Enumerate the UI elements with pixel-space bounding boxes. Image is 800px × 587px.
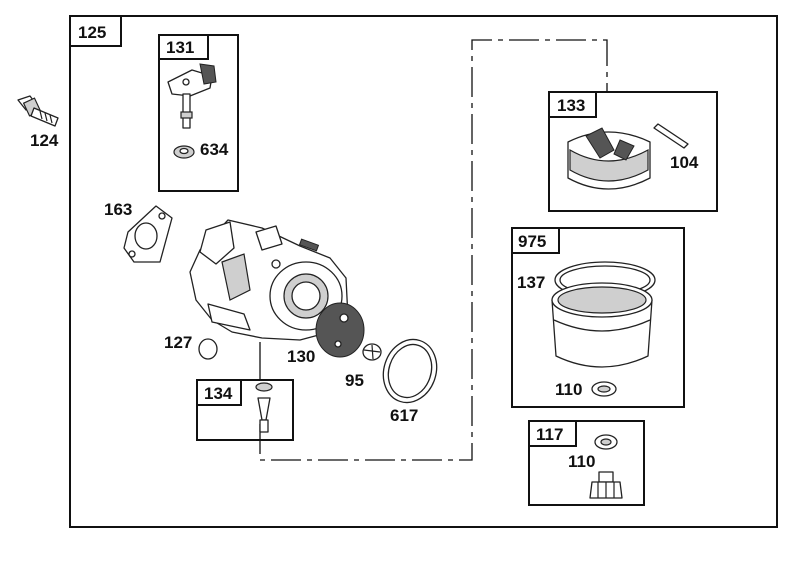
part-634-seal: 634 (173, 140, 229, 159)
part-163-gasket: 163 (104, 200, 173, 263)
part-134-needle (255, 382, 273, 433)
callout-104: 104 (670, 153, 699, 172)
kit-131-label: 131 (166, 38, 194, 57)
callout-124: 124 (30, 131, 59, 150)
part-131-throttle-shaft (167, 63, 217, 129)
callout-137: 137 (517, 273, 545, 292)
callout-110-a: 110 (555, 380, 582, 399)
part-127-plug: 127 (164, 333, 218, 360)
callout-110-b: 110 (568, 452, 595, 471)
callout-95: 95 (345, 371, 364, 390)
part-617-oring: 617 (382, 338, 438, 425)
callout-163: 163 (104, 200, 132, 219)
part-124-fitting: 124 (17, 95, 59, 150)
kit-connector-line (259, 39, 608, 461)
kit-117-box: 117 (528, 420, 645, 506)
kit-131-box: 131 (158, 34, 239, 192)
kit-133-label: 133 (557, 96, 585, 115)
assembly-125-label: 125 (78, 23, 106, 42)
kit-134-box: 134 (196, 379, 294, 441)
part-104-pin: 104 (653, 123, 699, 172)
part-130-choke-plate: 130 (287, 302, 365, 366)
part-110-washer-a: 110 (555, 380, 617, 399)
part-110-washer-b: 110 (568, 434, 618, 471)
kit-133-box: 133 (548, 91, 718, 212)
part-975-bowl (551, 282, 653, 368)
kit-117-label: 117 (536, 425, 563, 444)
kit-975-label: 975 (518, 232, 546, 251)
kit-134-label: 134 (204, 384, 233, 403)
assembly-125-frame: 125 (69, 15, 778, 528)
callout-127: 127 (164, 333, 192, 352)
callout-634: 634 (200, 140, 229, 159)
callout-617: 617 (390, 406, 418, 425)
part-95-screw: 95 (345, 343, 382, 390)
kit-975-box: 975 (511, 227, 685, 408)
callout-130: 130 (287, 347, 315, 366)
part-117-bowl-nut (589, 471, 623, 499)
carburetor-body (189, 219, 349, 341)
part-133-float (567, 127, 651, 190)
